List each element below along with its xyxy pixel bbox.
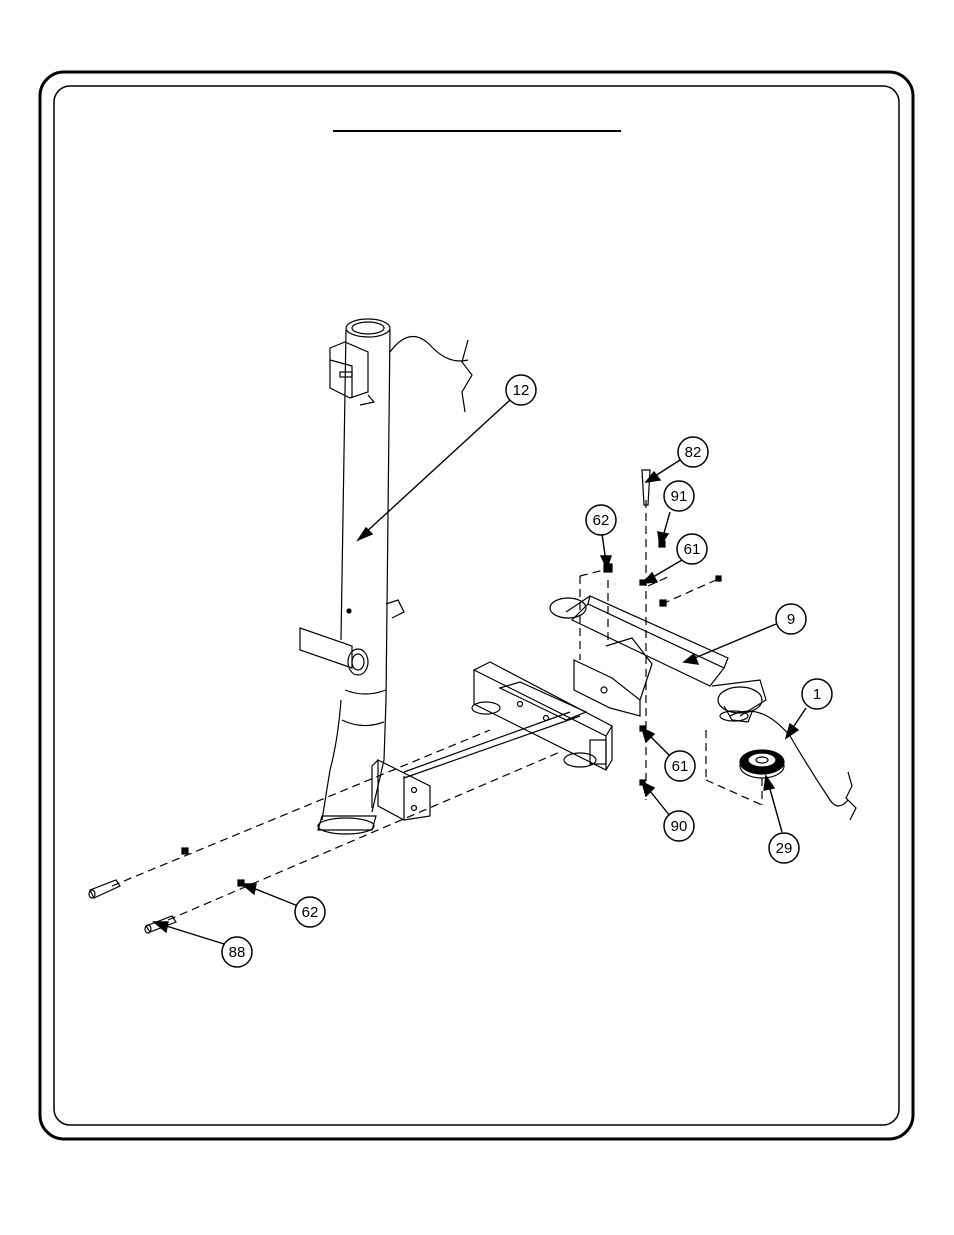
callout-90: 90 — [664, 811, 694, 841]
pulley — [740, 750, 784, 778]
svg-text:88: 88 — [229, 944, 246, 961]
svg-text:1: 1 — [813, 686, 821, 703]
svg-text:12: 12 — [513, 382, 530, 399]
callout-9: 9 — [776, 604, 806, 634]
callout-88: 88 — [222, 937, 252, 967]
callout-12: 12 — [506, 375, 536, 405]
crossmember — [550, 596, 766, 722]
svg-text:90: 90 — [671, 818, 688, 835]
svg-text:82: 82 — [685, 444, 702, 461]
svg-text:62: 62 — [302, 904, 319, 921]
svg-text:61: 61 — [684, 541, 701, 558]
callout-82: 82 — [678, 437, 708, 467]
assembly-lines — [112, 500, 762, 920]
outer-border — [40, 72, 913, 1139]
svg-text:62: 62 — [593, 512, 610, 529]
inner-border — [54, 86, 899, 1125]
callout-62-top: 62 — [586, 505, 616, 535]
callout-61-bottom: 61 — [665, 751, 695, 781]
hardware — [89, 470, 721, 933]
svg-text:9: 9 — [787, 611, 795, 628]
callout-62-bottom: 62 — [295, 897, 325, 927]
callout-91: 91 — [664, 481, 694, 511]
leader-arrows — [154, 400, 806, 944]
base-rail — [404, 662, 612, 778]
callout-61-top: 61 — [677, 534, 707, 564]
callouts: 12 82 91 62 61 9 1 61 — [222, 375, 832, 967]
svg-text:91: 91 — [671, 488, 688, 505]
svg-text:29: 29 — [776, 840, 793, 857]
svg-text:61: 61 — [672, 758, 689, 775]
callout-29: 29 — [769, 833, 799, 863]
callout-1: 1 — [802, 679, 832, 709]
line-art — [89, 319, 856, 933]
